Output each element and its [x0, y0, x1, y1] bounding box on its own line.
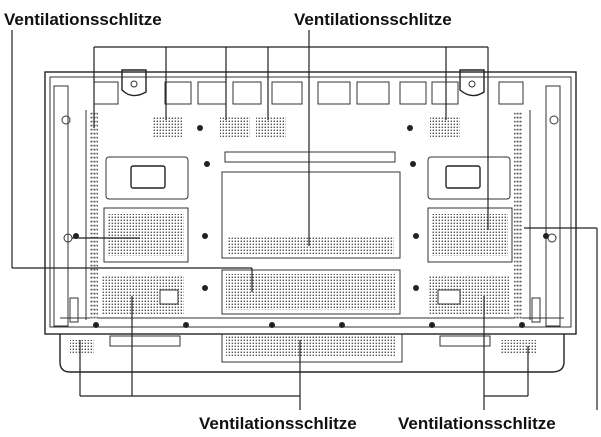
vent-mid-left	[103, 207, 189, 263]
label-bottom-right: Ventilationsschlitze	[398, 414, 556, 433]
vent-mid-right	[427, 207, 513, 263]
label-bottom-left: Ventilationsschlitze	[199, 414, 357, 433]
center-top-bar	[224, 151, 396, 163]
vent-left-column	[90, 112, 98, 320]
vent-top-2	[220, 116, 250, 138]
handle-left	[105, 156, 189, 200]
callout-lines	[11, 30, 598, 410]
vent-lower-right	[428, 276, 510, 314]
vent-bottom-right	[500, 340, 536, 354]
vent-lower-center	[221, 269, 401, 315]
vent-lower-left	[102, 276, 184, 314]
center-panel	[221, 171, 401, 259]
bottom-connectors	[109, 333, 491, 363]
vent-bottom-center	[226, 336, 396, 356]
handle-right	[427, 156, 511, 200]
tv-chassis	[44, 69, 577, 373]
label-top-center: Ventilationsschlitze	[294, 10, 452, 29]
vent-bottom-left	[70, 340, 94, 354]
vent-top-3	[256, 116, 286, 138]
vent-top-1	[152, 116, 182, 138]
vent-right-column	[514, 112, 522, 320]
label-top-left: Ventilationsschlitze	[4, 10, 162, 29]
screws	[73, 125, 549, 328]
vent-top-4	[430, 116, 460, 138]
